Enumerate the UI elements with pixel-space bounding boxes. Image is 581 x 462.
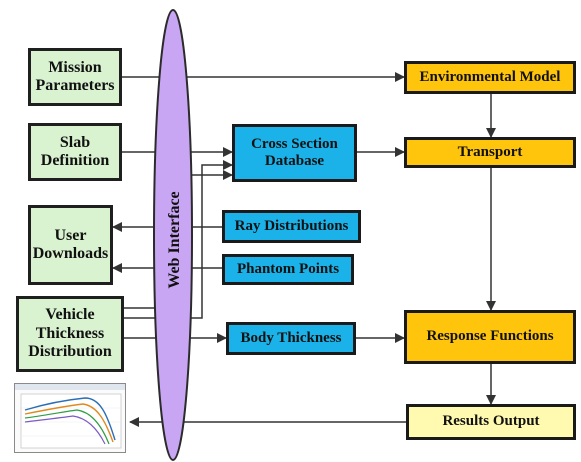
body-thickness-box: Body Thickness	[226, 322, 356, 355]
vehicle-thickness-label: Vehicle Thickness Distribution	[28, 306, 112, 361]
ray-distributions-box: Ray Distributions	[222, 210, 361, 243]
results-plot-thumbnail	[14, 383, 126, 453]
cross-section-database-label: Cross Section Database	[251, 135, 338, 169]
transport-label: Transport	[457, 143, 523, 160]
user-downloads-box: User Downloads	[28, 205, 113, 285]
results-plot-graphic	[15, 384, 125, 449]
web-interface-ellipse	[153, 9, 193, 461]
mission-parameters-label: Mission Parameters	[35, 58, 115, 94]
transport-box: Transport	[404, 137, 576, 168]
results-output-box: Results Output	[406, 404, 576, 440]
slab-definition-label: Slab Definition	[40, 133, 110, 169]
web-interface-label: Web Interface	[166, 191, 183, 288]
response-functions-label: Response Functions	[426, 328, 554, 345]
vehicle-thickness-box: Vehicle Thickness Distribution	[16, 296, 124, 372]
environmental-model-box: Environmental Model	[404, 61, 576, 94]
results-output-label: Results Output	[442, 413, 540, 430]
environmental-model-label: Environmental Model	[419, 68, 561, 85]
ray-distributions-label: Ray Distributions	[234, 217, 349, 234]
user-downloads-label: User Downloads	[32, 226, 109, 262]
slab-definition-box: Slab Definition	[28, 123, 122, 181]
phantom-points-label: Phantom Points	[236, 260, 340, 277]
mission-parameters-box: Mission Parameters	[28, 48, 122, 106]
cross-section-database-box: Cross Section Database	[232, 124, 357, 182]
phantom-points-box: Phantom Points	[222, 254, 354, 285]
response-functions-box: Response Functions	[404, 310, 576, 364]
body-thickness-label: Body Thickness	[240, 329, 342, 346]
